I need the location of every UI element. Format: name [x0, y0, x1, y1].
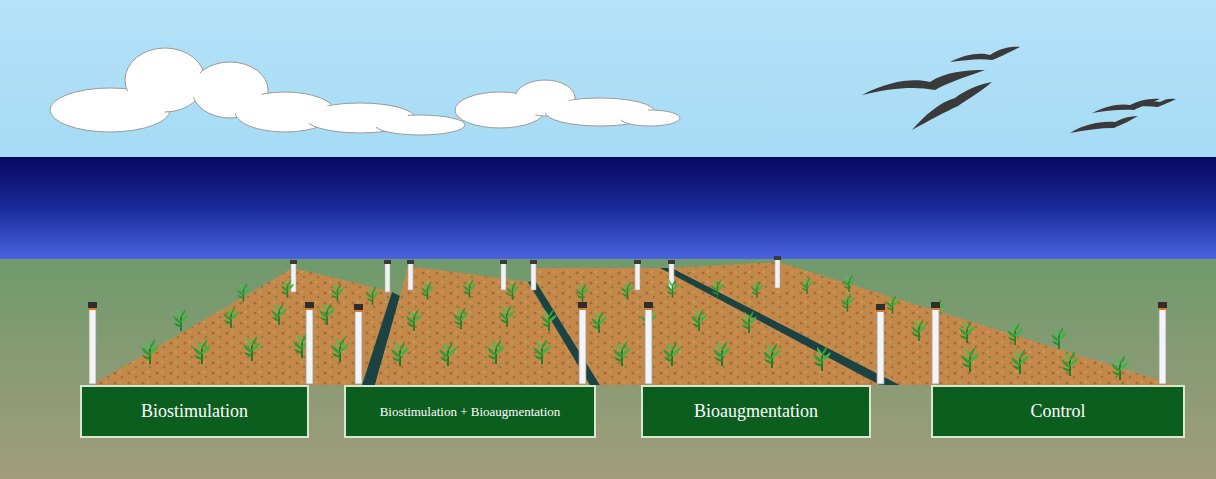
- treatment-label: Biostimulation: [141, 401, 248, 422]
- treatment-label: Bioaugmentation: [694, 401, 818, 422]
- treatment-label-box: Bioaugmentation: [641, 385, 871, 438]
- treatment-label-box: Biostimulation: [80, 385, 309, 438]
- treatment-label: Biostimulation + Bioaugmentation: [380, 404, 561, 420]
- treatment-label: Control: [1030, 401, 1085, 422]
- treatment-label-box: Control: [931, 385, 1185, 438]
- treatment-label-box: Biostimulation + Bioaugmentation: [344, 385, 596, 438]
